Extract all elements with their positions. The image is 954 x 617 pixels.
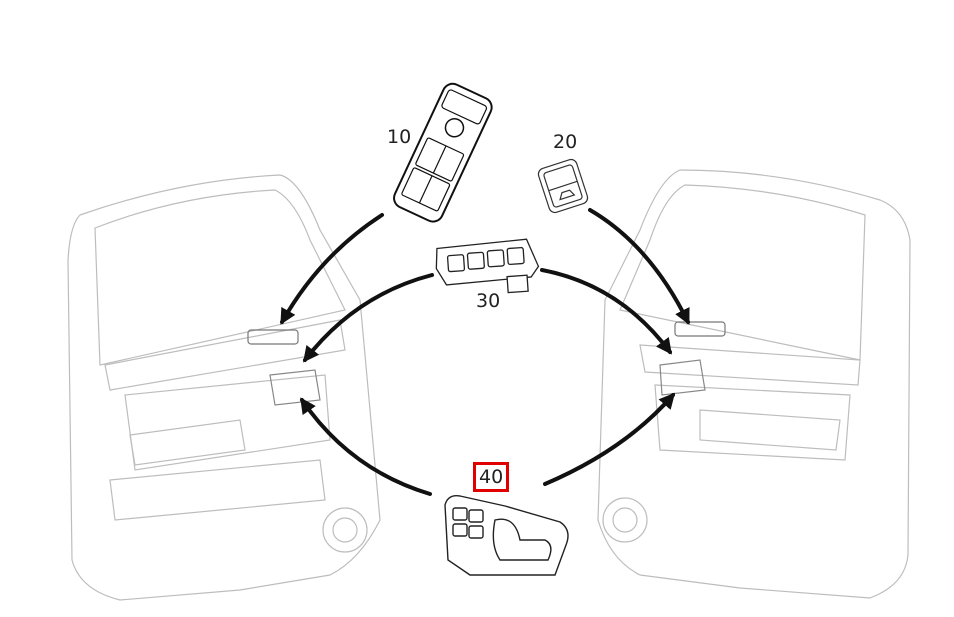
arrows bbox=[280, 208, 690, 496]
part-20-single-switch-illustration bbox=[537, 158, 589, 214]
left-door-illustration bbox=[67, 174, 381, 601]
arrow-10-to-left-door bbox=[280, 213, 384, 325]
arrow-20-to-right-door bbox=[588, 208, 690, 325]
part-10-window-switch-illustration bbox=[393, 82, 493, 223]
part-label-10: 10 bbox=[387, 126, 412, 148]
arrow-40-to-left-door bbox=[300, 397, 432, 496]
arrow-30-to-left-door bbox=[303, 273, 434, 363]
right-door-illustration bbox=[597, 169, 911, 599]
part-label-40-highlighted: 40 bbox=[473, 462, 510, 492]
arrow-30-to-right-door bbox=[540, 268, 672, 355]
part-30-seat-memory-switch-illustration bbox=[435, 238, 540, 294]
part-label-30: 30 bbox=[476, 290, 501, 312]
part-40-seat-switch-illustration bbox=[444, 495, 569, 576]
arrow-40-to-right-door bbox=[543, 392, 676, 486]
part-label-20: 20 bbox=[553, 131, 578, 153]
